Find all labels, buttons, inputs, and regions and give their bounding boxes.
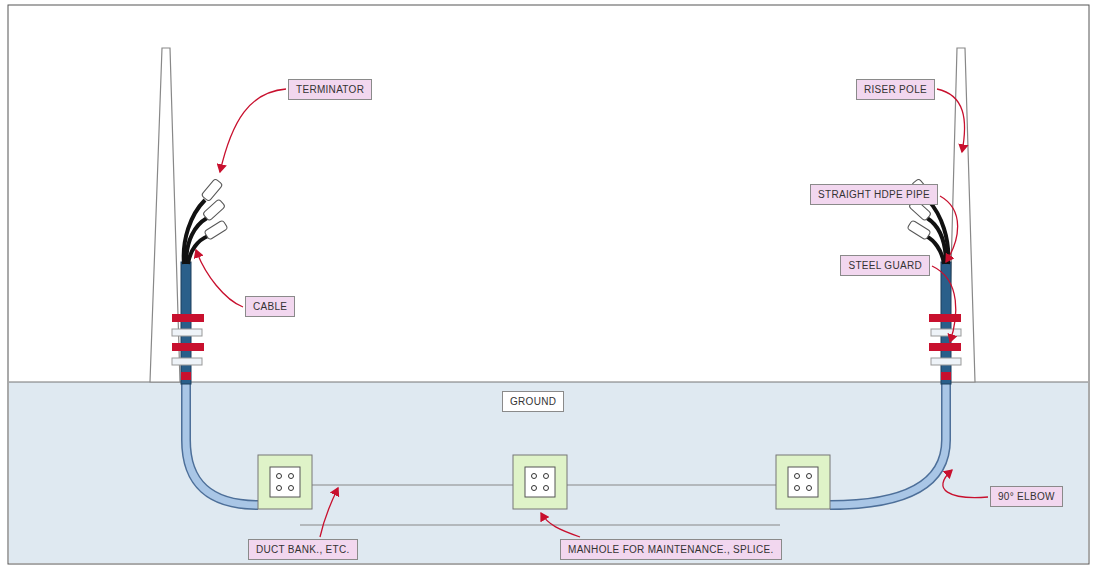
callout-box: RISER POLE	[856, 79, 935, 100]
callout-box: STEEL GUARD	[840, 255, 930, 276]
left-riser	[172, 178, 228, 384]
callout-label: STEEL GUARD	[848, 260, 922, 271]
manhole	[258, 455, 312, 509]
soil	[9, 382, 1088, 563]
manhole	[513, 455, 567, 509]
callout-label: RISER POLE	[864, 84, 927, 95]
callout-box: 90° ELBOW	[990, 486, 1063, 507]
frame	[8, 5, 1089, 564]
callout-box: GROUND	[502, 391, 564, 412]
callout-box: CABLE	[245, 296, 295, 317]
elbow	[830, 382, 946, 505]
elbow	[830, 382, 946, 505]
callout-box: TERMINATOR	[288, 79, 372, 100]
callout-label: MANHOLE FOR MAINTENANCE., SPLICE.	[568, 544, 774, 555]
callout-label: GROUND	[510, 396, 556, 407]
leader-lines	[196, 89, 988, 537]
callout-label: 90° ELBOW	[998, 491, 1055, 502]
right-riser	[907, 178, 961, 384]
duct-line	[300, 524, 780, 525]
callout-box: DUCT BANK., ETC.	[248, 539, 358, 560]
callout-box: STRAIGHT HDPE PIPE	[810, 184, 938, 205]
callout-box: MANHOLE FOR MAINTENANCE., SPLICE.	[560, 539, 782, 560]
elbow	[186, 382, 258, 505]
callout-label: DUCT BANK., ETC.	[256, 544, 350, 555]
callout-label: TERMINATOR	[296, 84, 364, 95]
callout-label: STRAIGHT HDPE PIPE	[818, 189, 930, 200]
elbow	[186, 382, 258, 505]
manhole	[776, 455, 830, 509]
callout-label: CABLE	[253, 301, 287, 312]
